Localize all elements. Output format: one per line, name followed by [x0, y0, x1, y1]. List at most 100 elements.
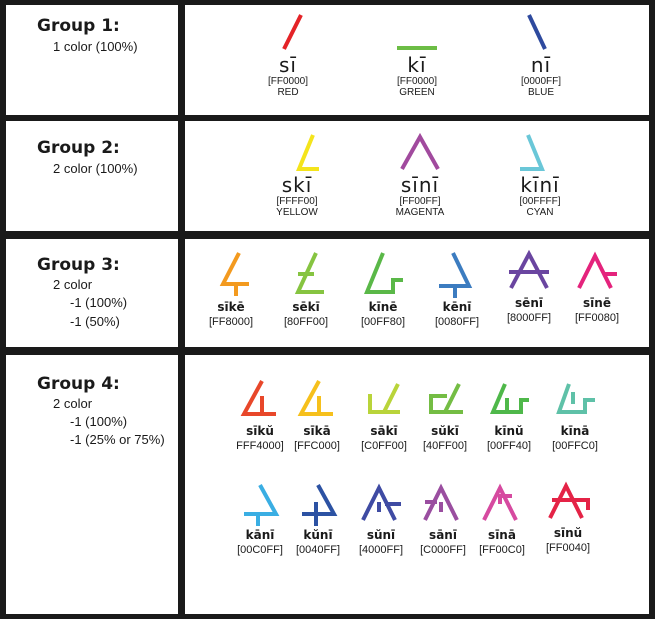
hook-base-glyph-icon: [429, 383, 463, 414]
glyph-name: sīnŭ: [553, 526, 583, 540]
group2-label-panel: [6, 121, 178, 231]
hook-notch-glyph-icon: [489, 383, 529, 414]
group4-desc-line-2: -1 (100%): [70, 414, 128, 429]
color-name: RED: [277, 87, 299, 98]
glyph-card: sŭnī [4000FF]: [331, 482, 431, 557]
glyph-hex: [FF8000]: [208, 316, 254, 328]
chevron-split-glyph-icon: [548, 481, 590, 519]
color-name: GREEN: [399, 87, 435, 98]
glyph-name: sīkŭ: [246, 424, 274, 438]
glyph-hex: [FF00FF]: [399, 196, 441, 207]
chevron-split-glyph-icon: [482, 483, 518, 521]
glyph-name: sīnē: [583, 296, 611, 310]
glyph-name: sīkē: [217, 300, 245, 314]
glyph-card: nī [0000FF] BLUE: [491, 12, 591, 99]
glyph-card: skī [FFFF00] YELLOW: [247, 132, 347, 219]
glyph-card: sīkŭ FFF4000]: [210, 378, 310, 453]
glyph-card: sākī [C0FF00]: [334, 378, 434, 453]
angle-hook-glyph-icon: [364, 252, 403, 294]
angle-left-glyph-icon: [520, 134, 545, 171]
glyph-card: sīnŭ [FF0040]: [518, 480, 618, 555]
reverse-stem-glyph-icon: [439, 252, 473, 298]
angle-right-glyph-icon: [296, 134, 319, 171]
group2-desc-line: 2 color (100%): [53, 161, 138, 176]
glyph-name: nī: [530, 53, 552, 77]
glyph-hex: [00FF80]: [360, 316, 406, 328]
glyph-hex: [FF0000]: [267, 76, 309, 87]
glyph-card: kīnē [00FF80]: [333, 250, 433, 329]
glyph-hex: [0080FF]: [434, 316, 480, 328]
glyph-name: sānī: [429, 528, 457, 542]
glyph-card: sī [FF0000] RED: [238, 12, 338, 99]
glyph-card: kīnā [00FFC0]: [525, 378, 625, 453]
glyph-name: kānī: [245, 528, 275, 542]
glyph-name: sēnī: [515, 296, 543, 310]
chevron-split-glyph-icon: [577, 251, 617, 289]
glyph-card: sīnā [FF00C0]: [452, 482, 552, 557]
glyph-card: sīkā [FFC000]: [267, 378, 367, 453]
chevron-up-glyph-icon: [400, 132, 440, 170]
group2-title: Group 2:: [37, 138, 120, 158]
glyph-card: sēkī [80FF00]: [256, 250, 356, 329]
glyph-hex: [FF0040]: [545, 542, 591, 554]
glyph-hex: [FFFF00]: [276, 196, 318, 207]
glyph-card: sīkē [FF8000]: [181, 250, 281, 329]
glyph-hex: [00FFC0]: [552, 440, 598, 452]
glyph-hex: [00C0FF]: [237, 544, 283, 556]
glyph-name: sŭnī: [366, 528, 396, 542]
reverse-arrow-glyph-icon: [244, 484, 280, 526]
glyph-hex: [FF0000]: [396, 76, 438, 87]
hook-notch-glyph-icon: [556, 383, 595, 414]
glyph-hex: [C0FF00]: [361, 440, 407, 452]
glyph-hex: [0040FF]: [295, 544, 341, 556]
glyph-hex: [4000FF]: [358, 544, 404, 556]
arrow-stem-glyph-icon: [240, 380, 276, 416]
glyph-hex: [C000FF]: [420, 544, 466, 556]
glyph-hex: [FFC000]: [294, 440, 340, 452]
group1-desc-line: 1 color (100%): [53, 39, 138, 54]
glyph-hex: [8000FF]: [506, 312, 552, 324]
glyph-hex: [FF00C0]: [479, 544, 525, 556]
group4-desc-line-3: -1 (25% or 75%): [70, 432, 165, 447]
glyph-name: kīnā: [560, 424, 590, 438]
horizontal-bar-glyph-icon: [397, 46, 437, 50]
glyph-card: kī [FF0000] GREEN: [367, 12, 467, 99]
color-name: MAGENTA: [395, 207, 445, 218]
glyph-name: skī: [281, 173, 313, 197]
diag-right-glyph-icon: [282, 14, 303, 50]
glyph-name: sīnī: [400, 173, 440, 197]
diag-left-glyph-icon: [527, 14, 547, 50]
glyph-name: sīnā: [488, 528, 516, 542]
glyph-card: sīnē [FF0080]: [547, 250, 647, 325]
color-name: YELLOW: [276, 207, 318, 218]
chevron-notch-glyph-icon: [361, 483, 401, 521]
glyph-name: kīnē: [368, 300, 398, 314]
glyph-card: kānī [00C0FF]: [210, 482, 310, 557]
chevron-notch-glyph-icon: [423, 483, 459, 521]
glyph-hex: [00FF40]: [486, 440, 532, 452]
group1-label-panel: [6, 5, 178, 115]
group1-content-panel: [185, 5, 649, 115]
glyph-name: sākī: [370, 424, 398, 438]
group3-desc-line-3: -1 (50%): [70, 314, 120, 329]
group1-title: Group 1:: [37, 16, 120, 36]
angle-stem-glyph-icon: [219, 252, 249, 296]
angle-base-glyph-icon: [294, 252, 324, 294]
glyph-card: sēnī [8000FF]: [479, 249, 579, 325]
glyph-hex: [40FF00]: [422, 440, 468, 452]
arrow-stem-glyph-icon: [297, 380, 333, 416]
glyph-name: kīnī: [520, 173, 560, 197]
glyph-hex: FFF4000]: [236, 440, 284, 452]
glyph-card: kīnŭ [00FF40]: [459, 378, 559, 453]
glyph-name: sīkā: [303, 424, 331, 438]
group3-desc-line-1: 2 color: [53, 277, 93, 292]
group3-label-panel: [6, 239, 178, 347]
group3-title: Group 3:: [37, 255, 120, 275]
color-name: BLUE: [527, 87, 555, 98]
group4-label-panel: [6, 355, 178, 614]
glyph-name: kŭnī: [303, 528, 333, 542]
group4-desc-line-1: 2 color: [53, 396, 93, 411]
glyph-name: sēkī: [292, 300, 320, 314]
chevron-bar-glyph-icon: [509, 249, 549, 289]
glyph-card: sŭkī [40FF00]: [395, 378, 495, 453]
